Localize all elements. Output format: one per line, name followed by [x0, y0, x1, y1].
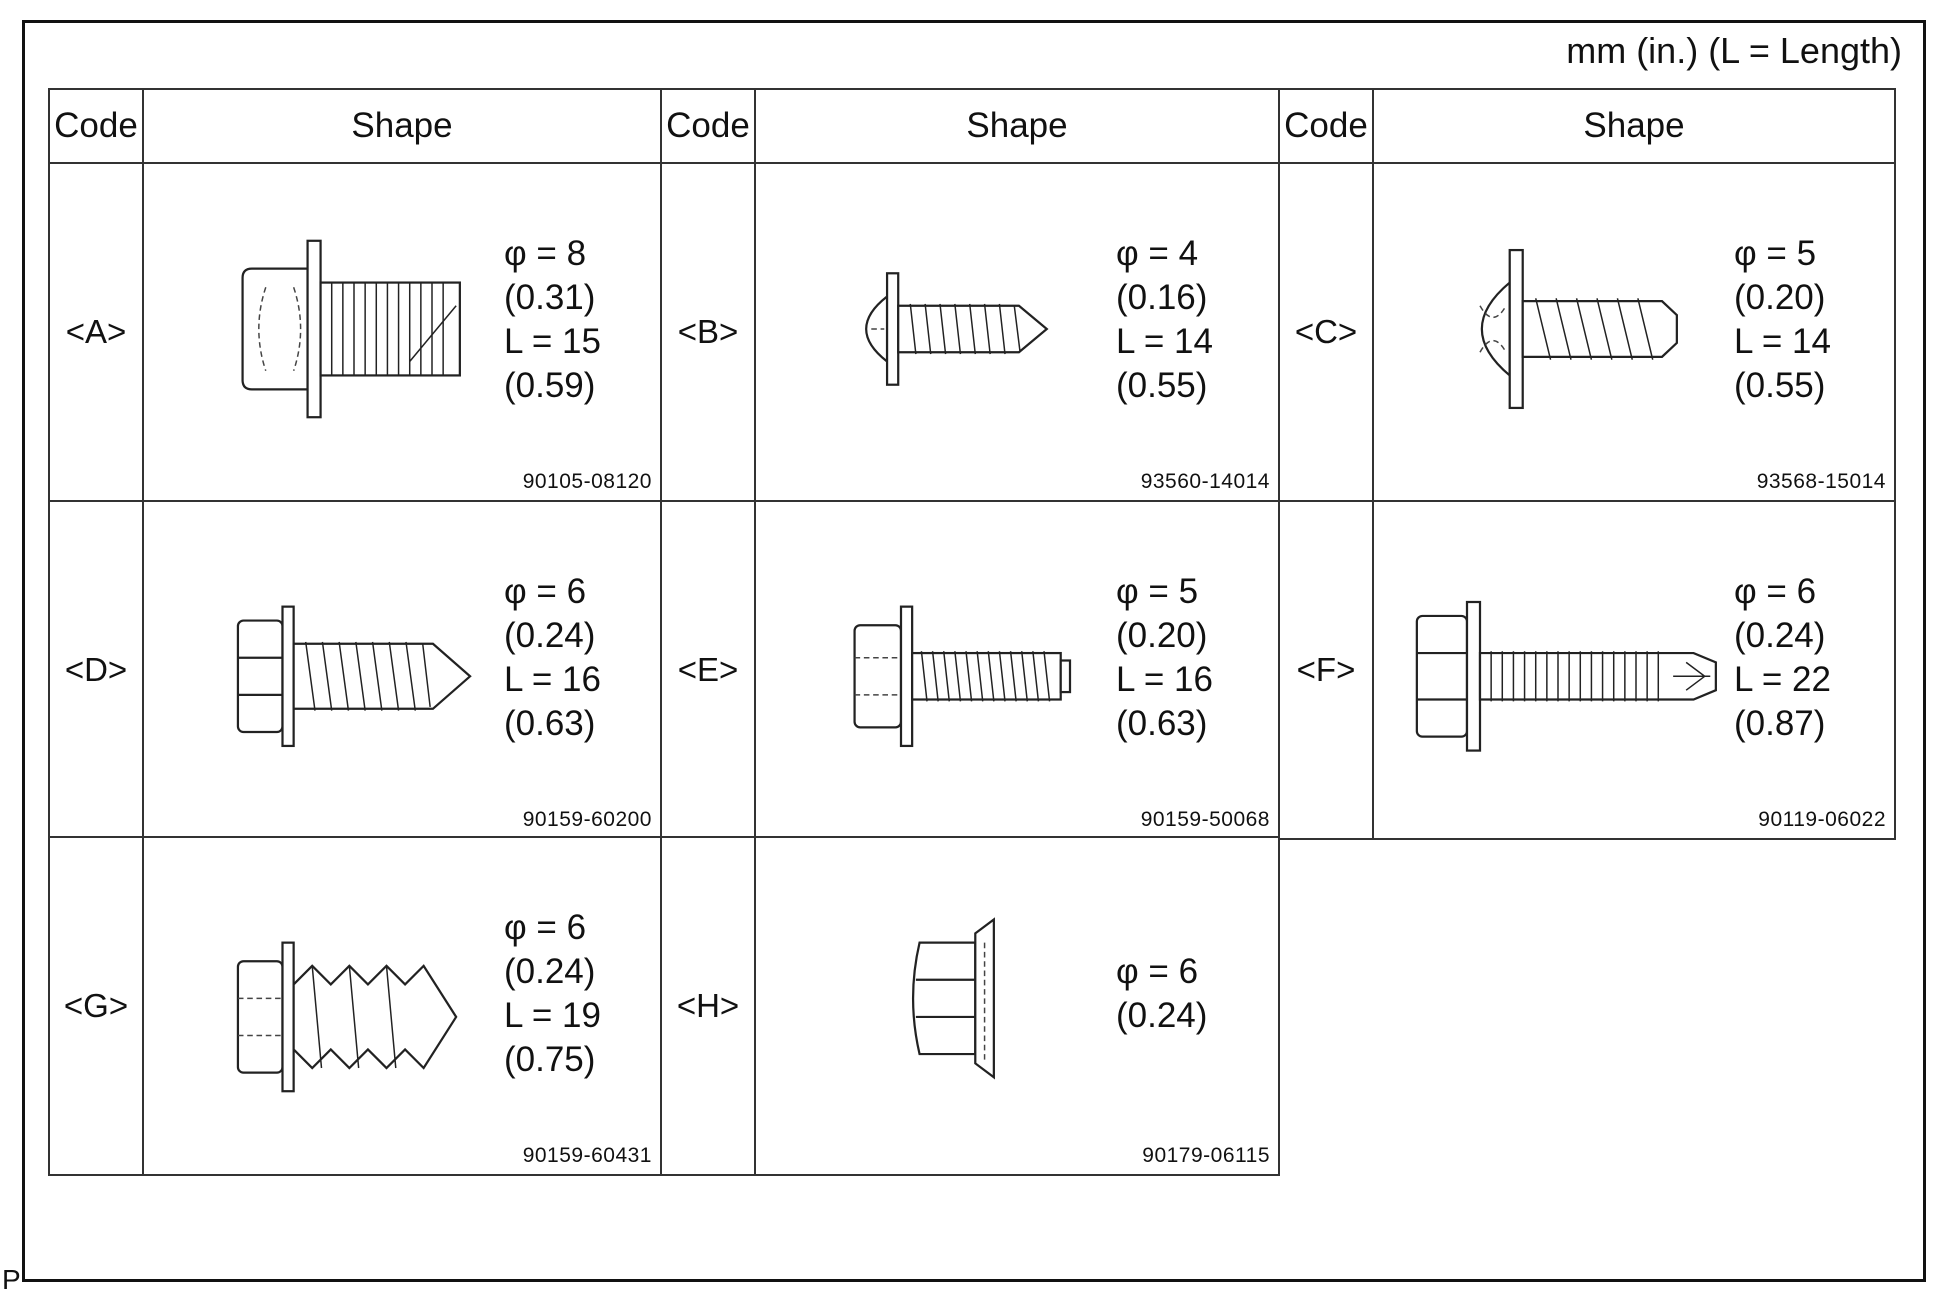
spec-block: φ = 6 (0.24) L = 19 (0.75) [504, 906, 601, 1082]
spec-block: φ = 8 (0.31) L = 15 (0.59) [504, 232, 601, 408]
hex-flange-long-bolt-icon [1415, 562, 1717, 772]
shape-cell: φ = 8 (0.31) L = 15 (0.59) 90105-08120 [142, 162, 662, 502]
part-number: 90119-06022 [1758, 808, 1886, 831]
length-mm: L = 14 [1116, 322, 1213, 361]
diameter-mm: φ = 6 [1116, 952, 1199, 991]
spec-block: φ = 5 (0.20) L = 14 (0.55) [1734, 232, 1831, 408]
length-in: (0.59) [504, 366, 596, 405]
part-number: 90159-60431 [522, 1144, 652, 1167]
flange-hex-bolt-icon [224, 224, 484, 434]
shape-cell: φ = 5 (0.20) L = 16 (0.63) 90159-50068 [754, 500, 1280, 840]
diameter-mm: φ = 5 [1734, 234, 1817, 273]
part-number: 93560-14014 [1140, 470, 1270, 493]
header-shape-2: Shape [754, 88, 1280, 164]
shape-cell: φ = 6 (0.24) L = 22 (0.87) 90119-06022 [1372, 500, 1896, 840]
length-in: (0.63) [1116, 704, 1208, 743]
header-code-1: Code [48, 88, 144, 164]
spec-block: φ = 5 (0.20) L = 16 (0.63) [1116, 570, 1213, 746]
part-number: 93568-15014 [1756, 470, 1886, 493]
hex-washer-fine-screw-icon [836, 562, 1096, 772]
length-in: (0.87) [1734, 704, 1826, 743]
code-cell: <F> [1278, 500, 1374, 840]
diameter-in: (0.20) [1116, 616, 1208, 655]
diameter-in: (0.24) [1734, 616, 1826, 655]
shape-cell: φ = 6 (0.24) L = 16 (0.63) 90159-60200 [142, 500, 662, 840]
header-shape-1: Shape [142, 88, 662, 164]
length-mm: L = 22 [1734, 660, 1831, 699]
spec-block: φ = 6 (0.24) [1116, 950, 1207, 1038]
shape-cell: φ = 6 (0.24) L = 19 (0.75) 90159-60431 [142, 836, 662, 1176]
diameter-in: (0.24) [1116, 996, 1208, 1035]
diagram-frame [22, 20, 1926, 1282]
part-number: 90179-06115 [1142, 1144, 1270, 1167]
code-cell: <E> [660, 500, 756, 840]
flange-nut-icon [836, 898, 1096, 1108]
header-code-2: Code [660, 88, 756, 164]
diameter-mm: φ = 6 [1734, 572, 1817, 611]
diameter-in: (0.31) [504, 278, 596, 317]
diameter-mm: φ = 8 [504, 234, 587, 273]
spec-block: φ = 4 (0.16) L = 14 (0.55) [1116, 232, 1213, 408]
part-number: 90105-08120 [522, 470, 652, 493]
length-mm: L = 14 [1734, 322, 1831, 361]
code-cell: <A> [48, 162, 144, 502]
diameter-mm: φ = 5 [1116, 572, 1199, 611]
hex-washer-coarse-screw-icon [224, 898, 484, 1108]
length-mm: L = 19 [504, 996, 601, 1035]
length-in: (0.55) [1734, 366, 1826, 405]
shape-cell: φ = 4 (0.16) L = 14 (0.55) 93560-14014 [754, 162, 1280, 502]
length-in: (0.75) [504, 1040, 596, 1079]
header-shape-3: Shape [1372, 88, 1896, 164]
length-mm: L = 15 [504, 322, 601, 361]
hex-washer-tapping-screw-icon [224, 562, 484, 772]
header-code-3: Code [1278, 88, 1374, 164]
diameter-in: (0.24) [504, 616, 596, 655]
pan-head-flange-screw-icon [1454, 224, 1714, 434]
part-number: 90159-60200 [522, 808, 652, 831]
diameter-mm: φ = 4 [1116, 234, 1199, 273]
pan-head-tapping-screw-icon [836, 224, 1096, 434]
code-cell: <H> [660, 836, 756, 1176]
code-cell: <B> [660, 162, 756, 502]
code-cell: <D> [48, 500, 144, 840]
length-mm: L = 16 [1116, 660, 1213, 699]
shape-cell: φ = 6 (0.24) 90179-06115 [754, 836, 1280, 1176]
length-in: (0.63) [504, 704, 596, 743]
diameter-mm: φ = 6 [504, 572, 587, 611]
code-cell: <C> [1278, 162, 1374, 502]
length-in: (0.55) [1116, 366, 1208, 405]
diameter-mm: φ = 6 [504, 908, 587, 947]
diameter-in: (0.20) [1734, 278, 1826, 317]
length-mm: L = 16 [504, 660, 601, 699]
code-cell: <G> [48, 836, 144, 1176]
part-number: 90159-50068 [1140, 808, 1270, 831]
spec-block: φ = 6 (0.24) L = 22 (0.87) [1734, 570, 1831, 746]
diameter-in: (0.16) [1116, 278, 1208, 317]
diameter-in: (0.24) [504, 952, 596, 991]
shape-cell: φ = 5 (0.20) L = 14 (0.55) 93568-15014 [1372, 162, 1896, 502]
corner-mark: P [2, 1264, 21, 1295]
unit-note: mm (in.) (L = Length) [1566, 30, 1902, 71]
spec-block: φ = 6 (0.24) L = 16 (0.63) [504, 570, 601, 746]
